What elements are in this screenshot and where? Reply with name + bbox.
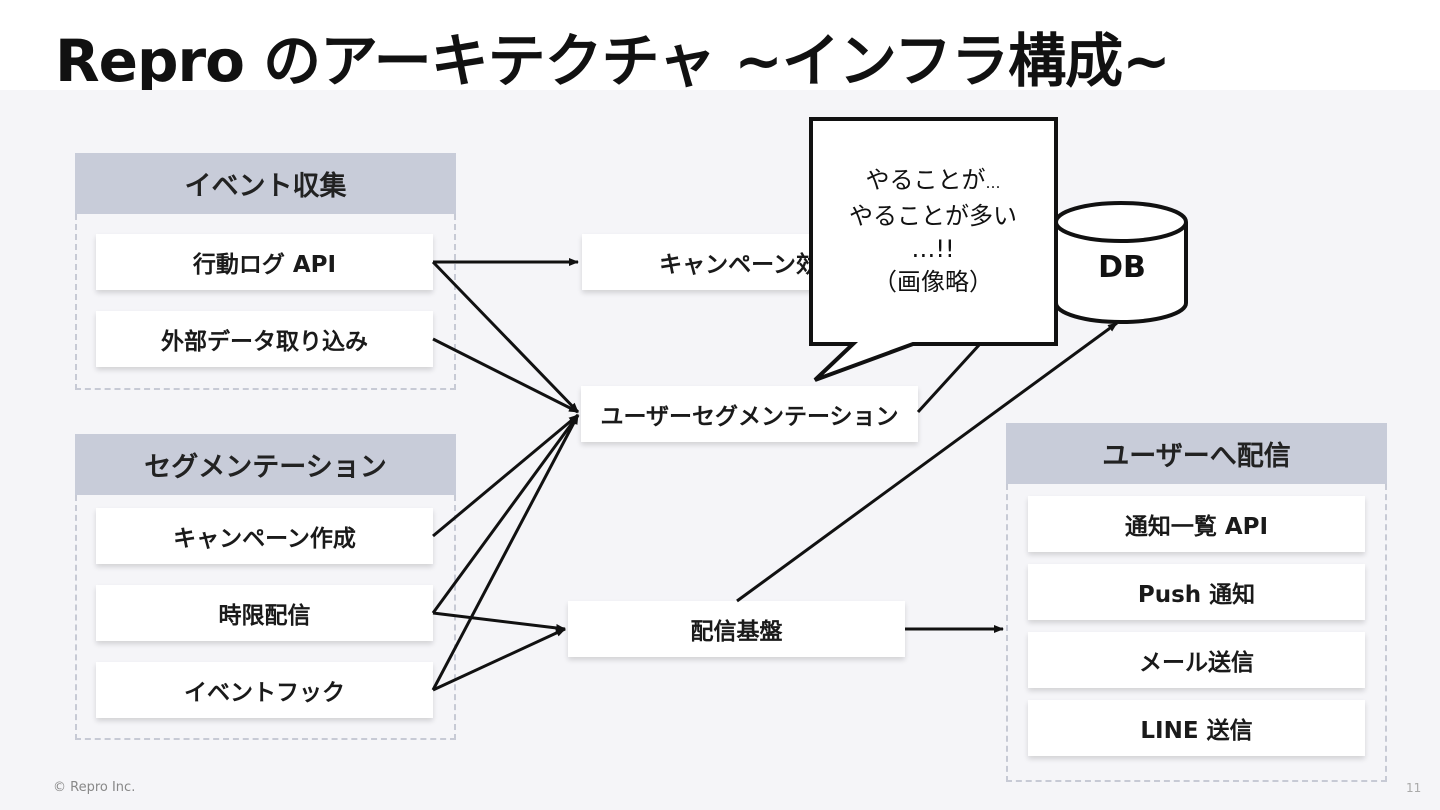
group-body-segmentation bbox=[75, 495, 456, 740]
box-user-segmentation: ユーザーセグメンテーション bbox=[581, 386, 918, 442]
arrow-event-hook-to-user-segmentation bbox=[431, 414, 580, 691]
group-header-delivery: ユーザーへ配信 bbox=[1006, 423, 1387, 484]
box-line-send: LINE 送信 bbox=[1028, 700, 1365, 756]
group-body-delivery bbox=[1006, 484, 1387, 782]
copyright: © Repro Inc. bbox=[53, 780, 136, 795]
slide-title: Repro のアーキテクチャ ~インフラ構成~ bbox=[55, 27, 1171, 95]
group-header-event-collection: イベント収集 bbox=[75, 153, 456, 214]
group-header-segmentation: セグメンテーション bbox=[75, 434, 456, 495]
bubble-line-1: やることが bbox=[865, 166, 986, 194]
page-number: 11 bbox=[1406, 781, 1422, 795]
box-campaign-creation: キャンペーン作成 bbox=[96, 508, 433, 564]
box-notification-list-api: 通知一覧 API bbox=[1028, 496, 1365, 552]
box-event-hook: イベントフック bbox=[96, 662, 433, 718]
arrow-timed-delivery-to-user-segmentation bbox=[431, 414, 580, 614]
box-external-data-import: 外部データ取り込み bbox=[96, 311, 433, 367]
arrow-campaign-creation-to-user-segmentation bbox=[432, 413, 579, 538]
line-user-segmentation-to-db bbox=[916, 342, 982, 414]
speech-bubble bbox=[809, 117, 1058, 382]
box-mail-send: メール送信 bbox=[1028, 632, 1365, 688]
box-behavior-log-api: 行動ログ API bbox=[96, 234, 433, 290]
db-cylinder bbox=[1054, 201, 1188, 324]
arrow-delivery-platform-to-db bbox=[736, 321, 1118, 603]
db-label: DB bbox=[1098, 250, 1146, 285]
bubble-line-1-ellipsis: … bbox=[985, 174, 1001, 192]
arrow-event-hook-to-delivery-platform bbox=[432, 627, 566, 692]
bubble-line-2: やることが多い bbox=[849, 202, 1017, 230]
box-timed-delivery: 時限配信 bbox=[96, 585, 433, 641]
speech-bubble-text: やることが… やることが多い …!! （画像略） bbox=[820, 164, 1046, 299]
arrow-log-api-to-user-segmentation bbox=[431, 260, 580, 414]
box-delivery-platform: 配信基盤 bbox=[568, 601, 905, 657]
group-body-event-collection bbox=[75, 214, 456, 390]
arrow-timed-delivery-to-delivery-platform bbox=[432, 611, 566, 632]
arrow-external-data-to-user-segmentation bbox=[432, 337, 579, 414]
bubble-line-4: （画像略） bbox=[873, 268, 993, 296]
box-push-notification: Push 通知 bbox=[1028, 564, 1365, 620]
bubble-line-3: …!! bbox=[911, 235, 955, 263]
